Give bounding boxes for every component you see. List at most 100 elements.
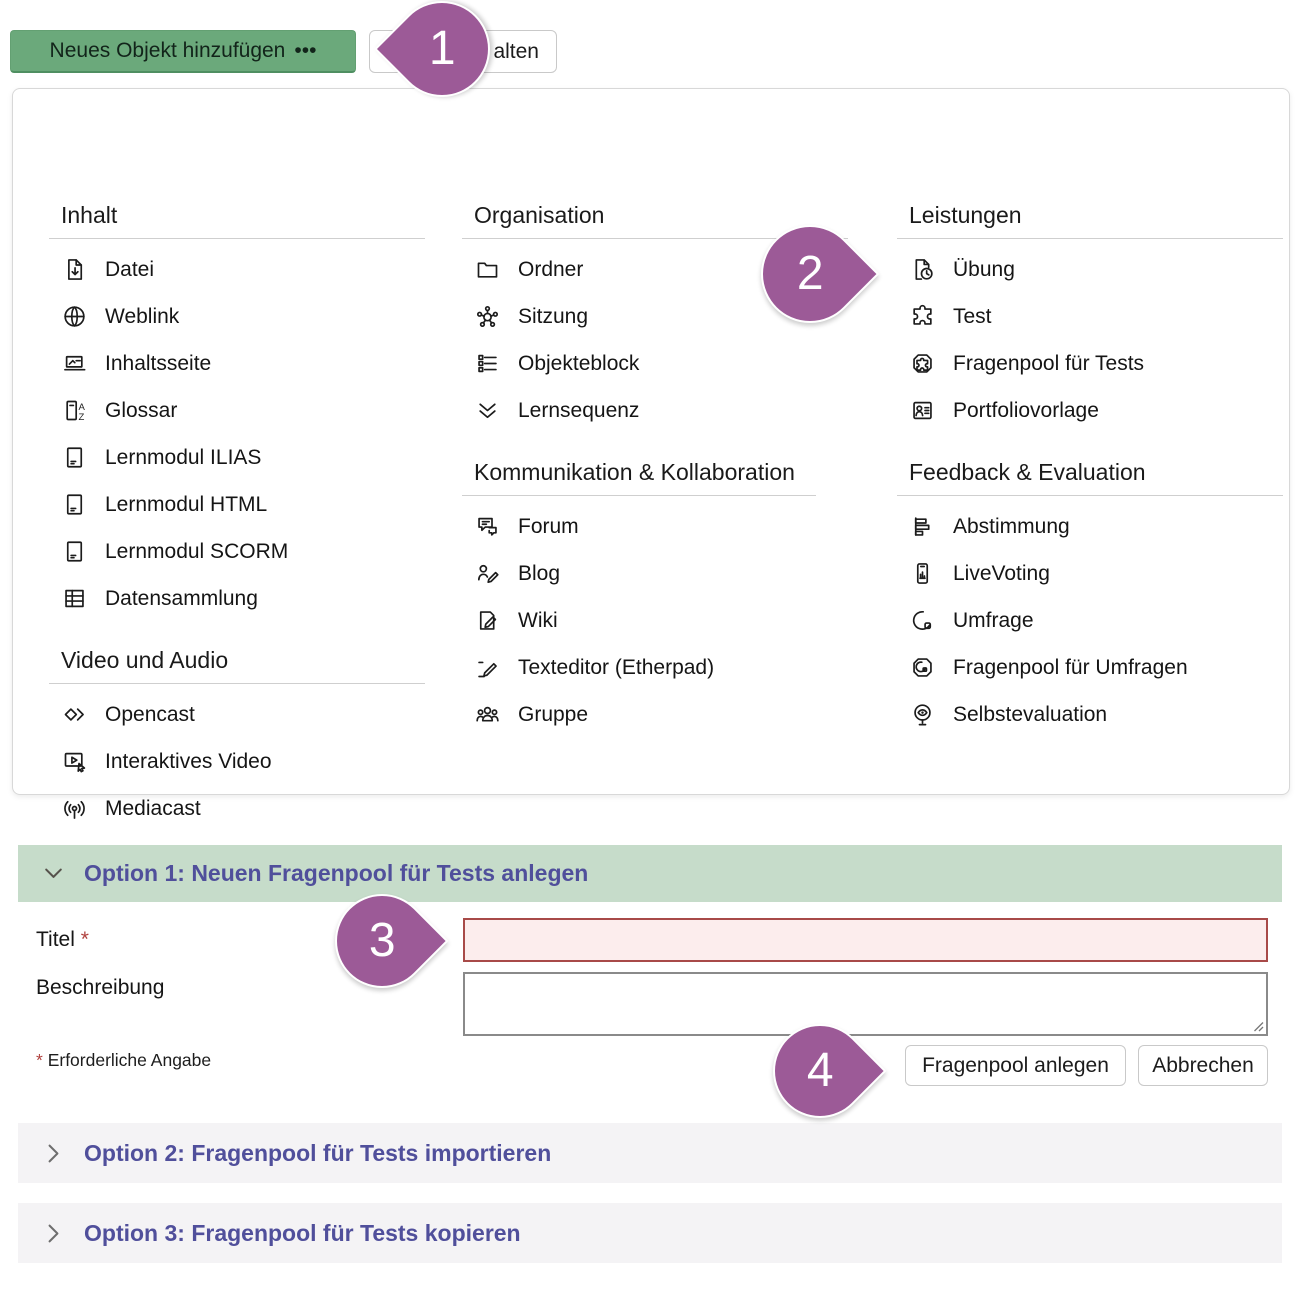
menu-item-fragenpool-für-tests[interactable]: Fragenpool für Tests [897,340,1283,387]
menu-item-portfoliovorlage[interactable]: Portfoliovorlage [897,387,1283,434]
menu-item-label: Selbstevaluation [953,702,1108,726]
title-input[interactable] [463,918,1268,962]
learning-module-icon [66,447,83,468]
description-textarea[interactable] [463,972,1268,1036]
menu-item-lernmodul-scorm[interactable]: Lernmodul SCORM [49,528,425,575]
content-page-icon [64,355,86,371]
accordion-option1-header[interactable]: Option 1: Neuen Fragenpool für Tests anl… [18,845,1282,902]
menu-item-übung[interactable]: Übung [897,246,1283,293]
question-pool-test-icon [913,354,932,373]
menu-item-gruppe[interactable]: Gruppe [462,691,848,738]
mediacast-icon [64,801,85,819]
wiki-icon [479,611,497,630]
menu-item-wiki[interactable]: Wiki [462,597,848,644]
menu-item-umfrage[interactable]: Umfrage [897,597,1283,644]
create-question-pool-button[interactable]: Fragenpool anlegen [905,1045,1126,1086]
menu-item-label: Forum [518,514,579,538]
chevron-right-icon [48,1224,59,1242]
data-collection-icon [65,589,84,608]
poll-icon [914,517,930,536]
learning-module-icon [66,541,83,562]
menu-item-label: Mediacast [105,796,201,820]
livevoting-icon [916,563,929,584]
menu-item-label: Lernsequenz [518,398,640,422]
menu-item-mediacast[interactable]: Mediacast [49,785,425,832]
folder-icon [477,262,498,278]
menu-item-fragenpool-für-umfragen[interactable]: Fragenpool für Umfragen [897,644,1283,691]
menu-item-label: Inhaltsseite [105,351,212,375]
section-title: Inhalt [49,193,425,240]
menu-item-label: Lernmodul ILIAS [105,445,262,469]
menu-item-label: LiveVoting [953,561,1050,585]
required-asterisk: * [36,1050,43,1070]
menu-item-weblink[interactable]: Weblink [49,293,425,340]
menu-item-objekteblock[interactable]: Objekteblock [462,340,848,387]
section-title: Leistungen [897,193,1283,240]
menu-item-interaktives-video[interactable]: Interaktives Video [49,738,425,785]
menu-item-label: Umfrage [953,608,1034,632]
menu-item-selbstevaluation[interactable]: Selbstevaluation [897,691,1283,738]
file-icon [68,259,83,280]
menu-item-label: Opencast [105,702,195,726]
menu-item-label: Sitzung [518,304,589,328]
menu-item-datei[interactable]: Datei [49,246,425,293]
svg-text:A: A [78,402,85,413]
ellipsis-icon: ••• [294,39,317,62]
menu-item-label: Objekteblock [518,351,640,375]
self-evaluation-icon [914,704,931,726]
textarea-resize-handle[interactable] [1252,1020,1264,1032]
chevron-right-icon [48,1144,59,1162]
menu-item-lernmodul-html[interactable]: Lernmodul HTML [49,481,425,528]
object-block-icon [478,354,497,373]
accordion-option2-header[interactable]: Option 2: Fragenpool für Tests importier… [18,1123,1282,1183]
menu-item-sitzung[interactable]: Sitzung [462,293,848,340]
menu-item-ordner[interactable]: Ordner [462,246,848,293]
menu-item-label: Fragenpool für Umfragen [953,655,1188,679]
menu-item-label: Fragenpool für Tests [953,351,1145,375]
menu-item-label: Datei [105,257,155,281]
accordion-option3-header[interactable]: Option 3: Fragenpool für Tests kopieren [18,1203,1282,1263]
menu-item-blog[interactable]: Blog [462,550,848,597]
menu-item-label: Texteditor (Etherpad) [518,655,715,679]
menu-item-lernmodul-ilias[interactable]: Lernmodul ILIAS [49,434,425,481]
section-title: Organisation [462,193,848,240]
menu-item-label: Lernmodul HTML [105,492,268,516]
required-note: * Erforderliche Angabe [36,1050,212,1070]
session-icon [476,306,499,328]
title-label: Titel * [36,928,89,951]
menu-item-datensammlung[interactable]: Datensammlung [49,575,425,622]
menu-item-label: Ordner [518,257,584,281]
menu-item-abstimmung[interactable]: Abstimmung [897,503,1283,550]
menu-item-opencast[interactable]: Opencast [49,691,425,738]
survey-icon [912,611,932,630]
menu-item-label: Blog [518,561,561,585]
menu-item-livevoting[interactable]: LiveVoting [897,550,1283,597]
menu-item-inhaltsseite[interactable]: Inhaltsseite [49,340,425,387]
section-title: Video und Audio [49,638,425,685]
add-new-object-button[interactable]: Neues Objekt hinzufügen ••• [10,30,356,73]
menu-item-texteditor-etherpad-[interactable]: Texteditor (Etherpad) [462,644,848,691]
required-asterisk: * [80,928,89,951]
group-icon [476,706,499,722]
menu-item-forum[interactable]: Forum [462,503,848,550]
menu-item-label: Weblink [105,304,180,328]
option1-title: Option 1: Neuen Fragenpool für Tests anl… [84,860,589,886]
opencast-icon [64,708,84,721]
text-editor-icon [478,661,497,678]
cancel-button[interactable]: Abbrechen [1138,1045,1268,1086]
exercise-icon [915,259,933,280]
menu-item-label: Portfoliovorlage [953,398,1099,422]
menu-item-label: Lernmodul SCORM [105,539,289,563]
menu-item-lernsequenz[interactable]: Lernsequenz [462,387,848,434]
menu-item-test[interactable]: Test [897,293,1283,340]
weblink-icon [64,306,85,327]
